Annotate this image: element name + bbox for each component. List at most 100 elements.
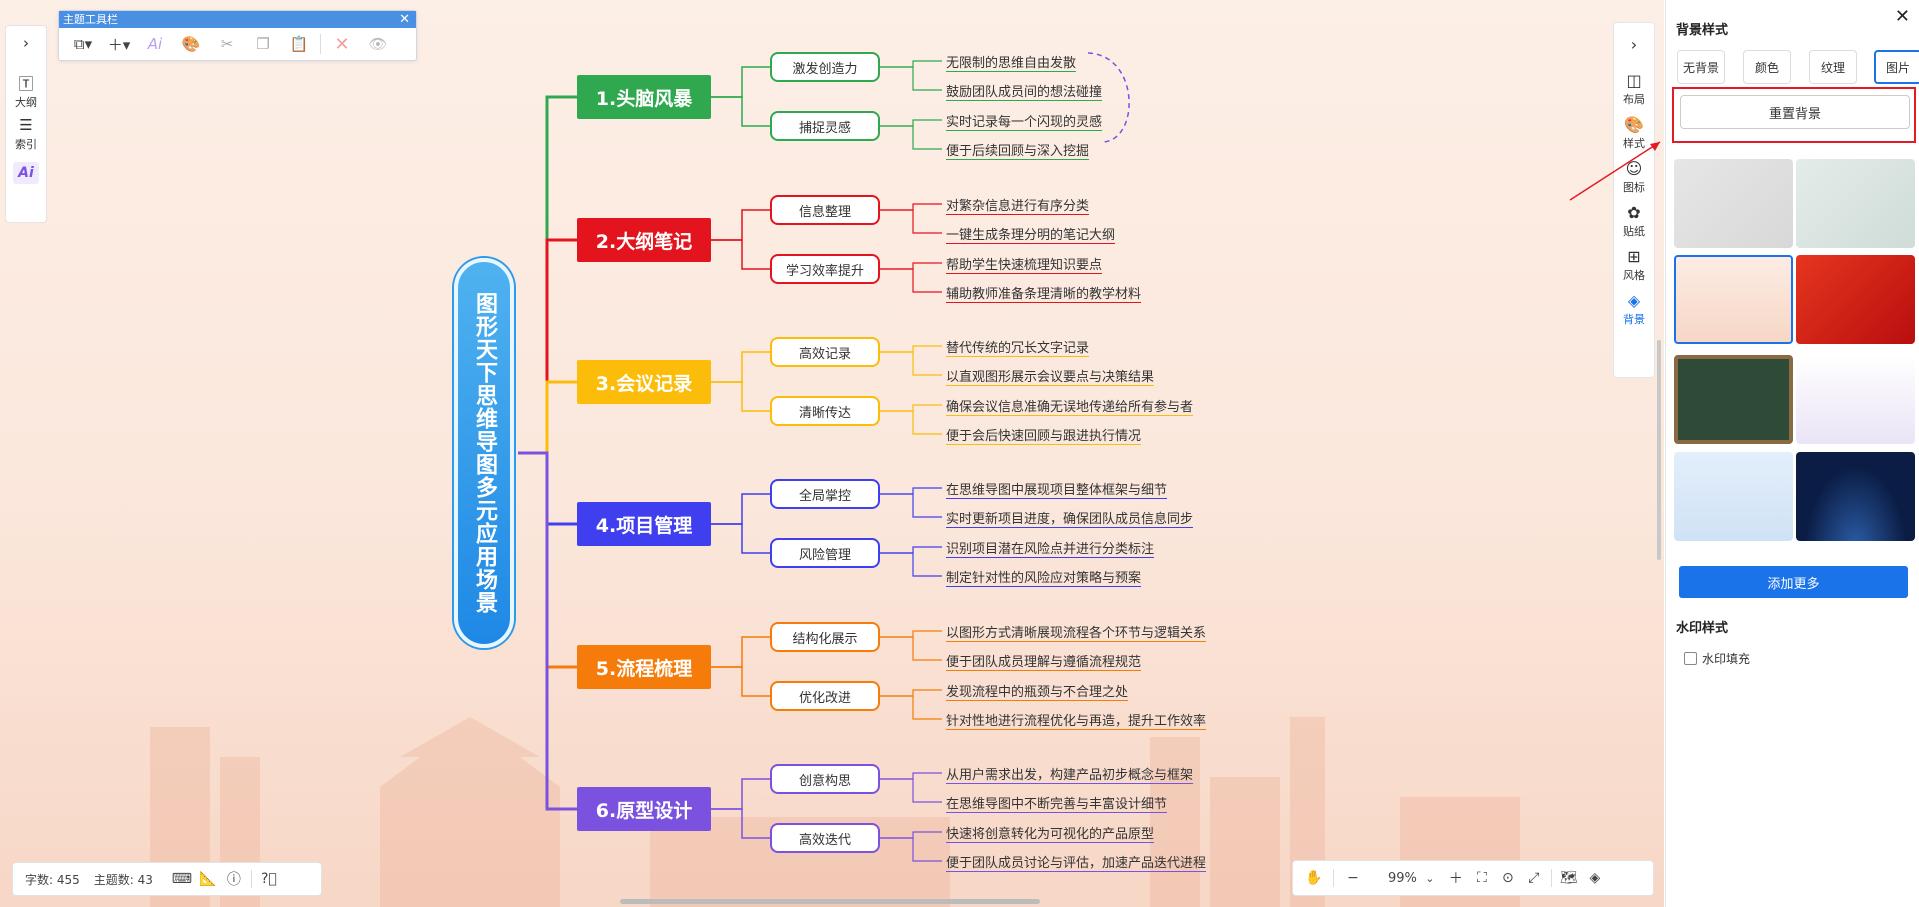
ai-icon[interactable]: Ai [147, 35, 163, 53]
leaf-topic[interactable]: 针对性地进行流程优化与再造，提升工作效率 [946, 710, 1207, 730]
background-thumbnail-space[interactable] [1796, 452, 1915, 541]
leaf-topic[interactable]: 以直观图形展示会议要点与决策结果 [946, 366, 1155, 386]
palette-icon[interactable]: 🎨 [181, 35, 201, 53]
leaf-topic[interactable]: 对繁杂信息进行有序分类 [946, 195, 1090, 215]
index-button[interactable]: ☰ 索引 [6, 114, 46, 152]
subtopic[interactable]: 高效记录 [770, 337, 880, 367]
cut-icon[interactable]: ✂ [220, 35, 234, 53]
branch-topic[interactable]: 4.项目管理 [577, 502, 711, 546]
central-topic[interactable]: 图形天下思维导图多元应用场景 [454, 258, 514, 648]
background-thumbnail-light-blue[interactable] [1674, 452, 1793, 541]
close-icon[interactable]: ✕ [1894, 6, 1910, 27]
tab-texture[interactable]: 纹理 [1809, 50, 1857, 84]
leaf-topic[interactable]: 便于后续回顾与深入挖掘 [946, 140, 1090, 160]
background-thumbnail-peach-selected[interactable] [1674, 255, 1793, 344]
background-thumbnail-gray[interactable] [1674, 159, 1793, 248]
vertical-scrollbar[interactable] [1657, 340, 1661, 560]
ai-button[interactable]: Ai [6, 162, 46, 184]
leaf-topic[interactable]: 辅助教师准备条理清晰的教学材料 [946, 283, 1142, 303]
collapse-panel-button[interactable]: › [1614, 33, 1654, 55]
leaf-topic[interactable]: 实时记录每一个闪现的灵感 [946, 111, 1103, 131]
branch-topic[interactable]: 2.大纲笔记 [577, 218, 711, 262]
subtopic[interactable]: 激发创造力 [770, 52, 880, 82]
horizontal-scrollbar[interactable] [620, 899, 1040, 904]
help-icon[interactable]: ?⃝ [260, 871, 277, 887]
add-icon[interactable]: ＋▾ [107, 35, 131, 54]
subtopic[interactable]: 捕捉灵感 [770, 111, 880, 141]
fullscreen-icon[interactable]: ⤢ [1528, 870, 1540, 886]
mindmap-canvas[interactable]: 图形天下思维导图多元应用场景 1.头脑风暴 激发创造力 无限制的思维自由发散鼓励团队… [0, 0, 1664, 907]
map-icon[interactable]: 🗺 [1560, 870, 1578, 886]
hand-icon[interactable]: ✋ [1305, 870, 1323, 886]
expand-left-button[interactable]: › [6, 32, 46, 54]
tab-color[interactable]: 颜色 [1743, 50, 1791, 84]
subtopic[interactable]: 清晰传达 [770, 396, 880, 426]
subtopic[interactable]: 全局掌控 [770, 479, 880, 509]
copy-icon[interactable]: ❐ [256, 35, 270, 53]
subtopic[interactable]: 结构化展示 [770, 622, 880, 652]
theme-button[interactable]: ⊞ 风格 [1614, 245, 1654, 283]
style-button[interactable]: 🎨 样式 [1614, 113, 1654, 151]
outline-button[interactable]: 🅃 大纲 [6, 72, 46, 110]
fit-screen-icon[interactable]: ⛶ [1477, 870, 1487, 886]
tab-image[interactable]: 图片 [1874, 50, 1919, 84]
icon-button[interactable]: ☺ 图标 [1614, 157, 1654, 195]
background-button[interactable]: ◈ 背景 [1614, 289, 1654, 327]
topic-toolbar-header[interactable]: 主题工具栏 ✕ [59, 11, 416, 28]
eye-icon[interactable]: 👁 [368, 35, 388, 53]
tab-no-background[interactable]: 无背景 [1677, 50, 1725, 84]
background-thumbnail-white-wave[interactable] [1796, 355, 1915, 444]
watermark-fill-checkbox[interactable] [1684, 652, 1697, 665]
delete-icon[interactable]: ✕ [334, 33, 350, 55]
connector-line [1087, 52, 1130, 143]
leaf-topic[interactable]: 从用户需求出发，构建产品初步概念与框架 [946, 764, 1194, 784]
leaf-topic[interactable]: 以图形方式清晰展现流程各个环节与逻辑关系 [946, 622, 1207, 642]
leaf-topic[interactable]: 在思维导图中不断完善与丰富设计细节 [946, 793, 1168, 813]
ruler-icon[interactable]: 📐 [199, 871, 217, 887]
leaf-topic[interactable]: 鼓励团队成员间的想法碰撞 [946, 81, 1103, 101]
close-icon[interactable]: ✕ [399, 12, 410, 27]
leaf-topic[interactable]: 制定针对性的风险应对策略与预案 [946, 567, 1142, 587]
leaf-topic[interactable]: 便于会后快速回顾与跟进执行情况 [946, 425, 1142, 445]
leaf-topic[interactable]: 快速将创意转化为可视化的产品原型 [946, 823, 1155, 843]
subtopic[interactable]: 创意构思 [770, 764, 880, 794]
leaf-topic[interactable]: 帮助学生快速梳理知识要点 [946, 254, 1103, 274]
background-thumbnail-chalkboard[interactable] [1674, 355, 1793, 444]
subtopic[interactable]: 信息整理 [770, 195, 880, 225]
subtopic[interactable]: 学习效率提升 [770, 254, 880, 284]
chevron-down-icon[interactable]: ⌄ [1425, 871, 1435, 885]
layout-button[interactable]: ◫ 布局 [1614, 69, 1654, 107]
branch-topic[interactable]: 3.会议记录 [577, 360, 711, 404]
background-thumbnail-red[interactable] [1796, 255, 1915, 344]
branch-topic[interactable]: 6.原型设计 [577, 787, 711, 831]
keyboard-icon[interactable]: ⌨ [171, 871, 193, 887]
leaf-topic[interactable]: 识别项目潜在风险点并进行分类标注 [946, 538, 1155, 558]
zoom-level[interactable]: 99% [1388, 870, 1417, 886]
branch-topic[interactable]: 5.流程梳理 [577, 645, 711, 689]
subtopic[interactable]: 优化改进 [770, 681, 880, 711]
leaf-topic[interactable]: 便于团队成员讨论与评估，加速产品迭代进程 [946, 852, 1207, 872]
subtopic[interactable]: 风险管理 [770, 538, 880, 568]
center-icon[interactable]: ⊙ [1502, 870, 1514, 886]
leaf-topic[interactable]: 确保会议信息准确无误地传递给所有参与者 [946, 396, 1194, 416]
branch-topic[interactable]: 1.头脑风暴 [577, 75, 711, 119]
add-more-button[interactable]: 添加更多 [1679, 566, 1908, 598]
layers-icon[interactable]: ◈ [1589, 870, 1601, 886]
leaf-topic[interactable]: 替代传统的冗长文字记录 [946, 337, 1090, 357]
leaf-topic[interactable]: 在思维导图中展现项目整体框架与细节 [946, 479, 1168, 499]
connector-line [880, 404, 942, 412]
sticker-button[interactable]: ✿ 贴纸 [1614, 201, 1654, 239]
paste-icon[interactable]: 📋 [289, 35, 309, 53]
background-thumbnail-leaves[interactable] [1796, 159, 1915, 248]
zoom-in-icon[interactable]: ＋ [1448, 871, 1463, 887]
subtopic[interactable]: 高效迭代 [770, 823, 880, 853]
leaf-topic[interactable]: 发现流程中的瓶颈与不合理之处 [946, 681, 1129, 701]
info-icon[interactable]: ⓘ [226, 872, 241, 888]
reset-background-button[interactable]: 重置背景 [1680, 95, 1910, 129]
leaf-topic[interactable]: 一键生成条理分明的笔记大纲 [946, 224, 1116, 244]
zoom-out-icon[interactable]: − [1347, 870, 1359, 886]
leaf-topic[interactable]: 实时更新项目进度，确保团队成员信息同步 [946, 508, 1194, 528]
insert-topic-icon[interactable]: ⧉▾ [73, 35, 93, 53]
leaf-topic[interactable]: 无限制的思维自由发散 [946, 52, 1077, 72]
leaf-topic[interactable]: 便于团队成员理解与遵循流程规范 [946, 651, 1142, 671]
